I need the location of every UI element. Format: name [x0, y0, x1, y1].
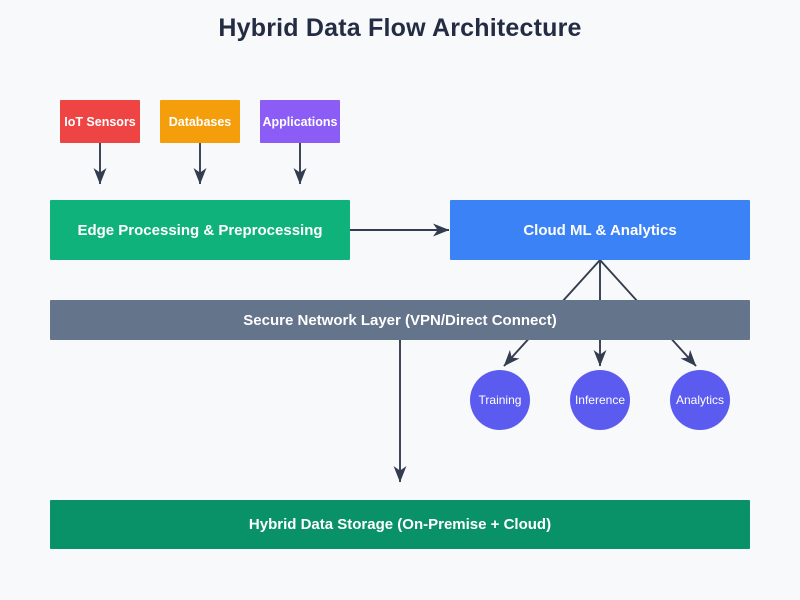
node-training[interactable]: Training — [470, 370, 530, 430]
node-inference-label: Inference — [574, 393, 626, 407]
node-cloud-ml-analytics[interactable]: Cloud ML & Analytics — [450, 200, 750, 260]
node-hybrid-data-storage-label: Hybrid Data Storage (On-Premise + Cloud) — [248, 516, 552, 533]
node-applications[interactable]: Applications — [260, 100, 340, 143]
node-hybrid-data-storage[interactable]: Hybrid Data Storage (On-Premise + Cloud) — [50, 500, 750, 549]
node-databases[interactable]: Databases — [160, 100, 240, 143]
node-iot-sensors[interactable]: IoT Sensors — [60, 100, 140, 143]
node-applications-label: Applications — [262, 114, 338, 129]
node-inference[interactable]: Inference — [570, 370, 630, 430]
node-secure-network-layer-label: Secure Network Layer (VPN/Direct Connect… — [243, 311, 557, 329]
node-analytics-label: Analytics — [675, 393, 725, 407]
node-databases-label: Databases — [168, 114, 232, 129]
node-training-label: Training — [478, 393, 522, 407]
page-title: Hybrid Data Flow Architecture — [218, 14, 582, 42]
node-edge-processing[interactable]: Edge Processing & Preprocessing — [50, 200, 350, 260]
node-cloud-ml-analytics-label: Cloud ML & Analytics — [523, 221, 677, 239]
node-edge-processing-label: Edge Processing & Preprocessing — [77, 221, 323, 239]
node-secure-network-layer[interactable]: Secure Network Layer (VPN/Direct Connect… — [50, 300, 750, 340]
node-iot-sensors-label: IoT Sensors — [64, 114, 136, 129]
node-analytics[interactable]: Analytics — [670, 370, 730, 430]
